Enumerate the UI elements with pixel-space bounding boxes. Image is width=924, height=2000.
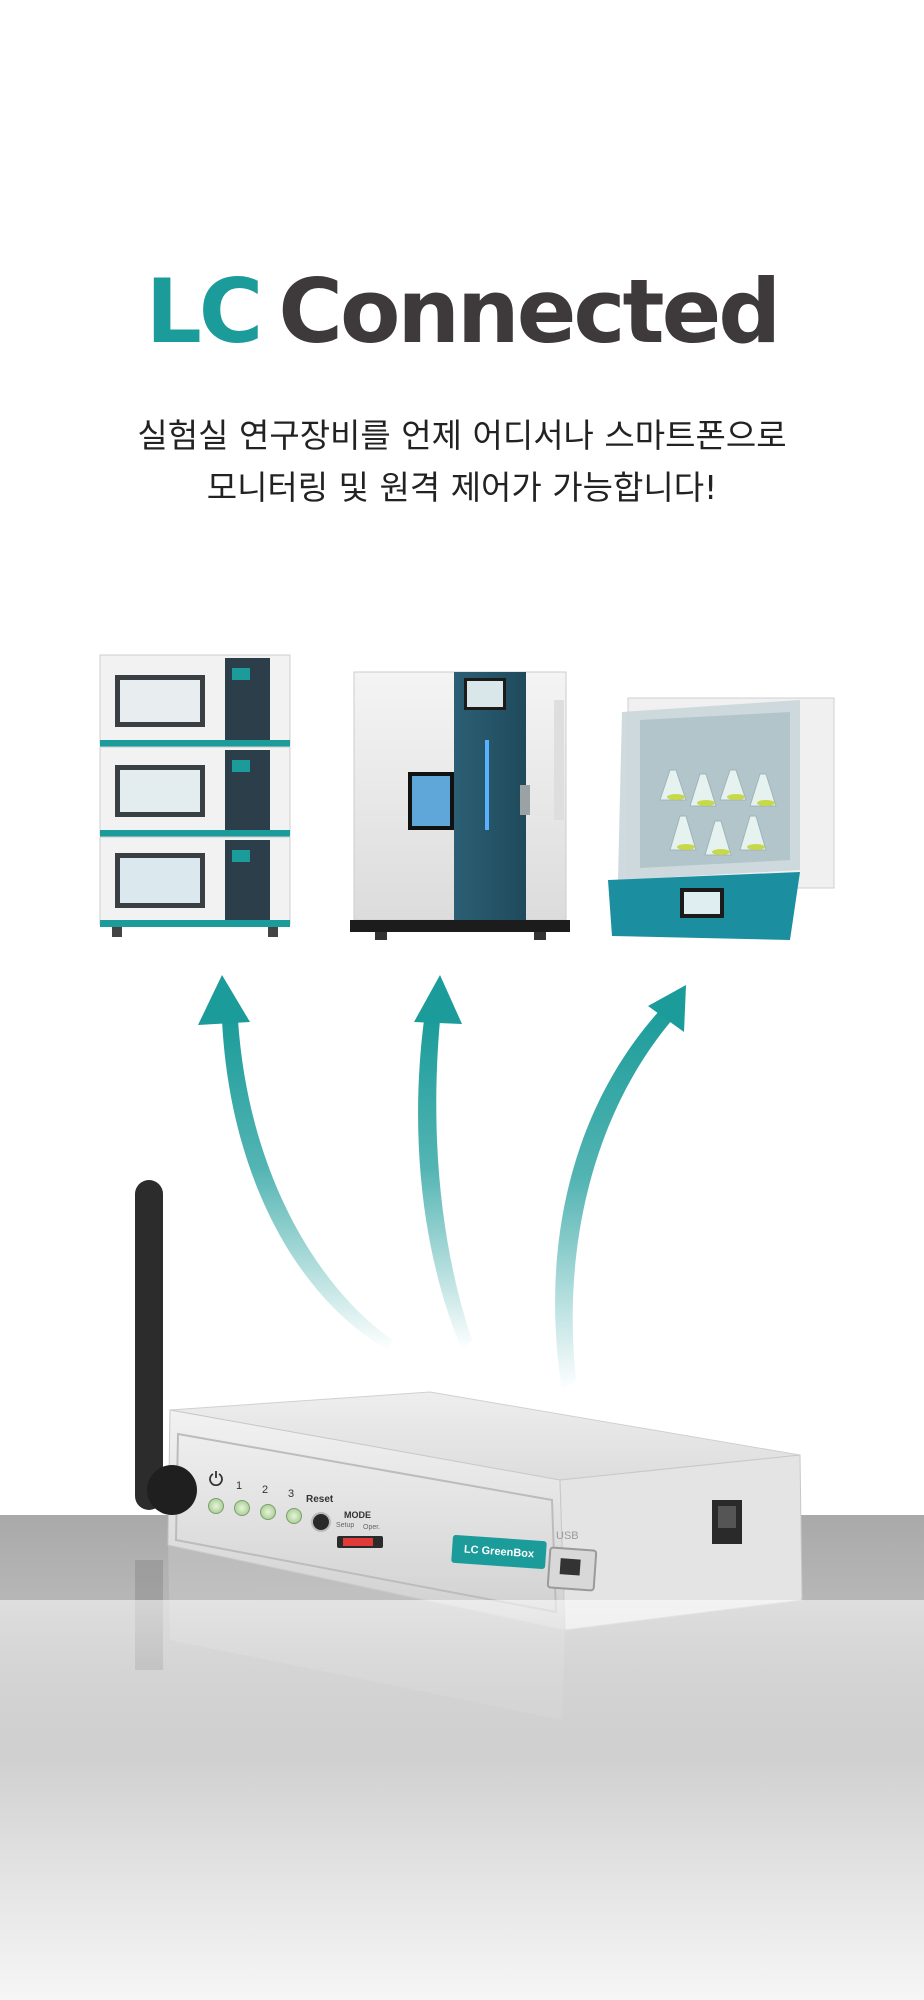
environmental-chamber-image <box>350 671 570 940</box>
mode-switch[interactable] <box>337 1536 383 1548</box>
stacked-incubator-image <box>99 654 291 937</box>
brand-name: Connected <box>278 260 781 363</box>
power-led <box>208 1498 224 1514</box>
usb-port-socket <box>559 1558 581 1576</box>
tagline-line-2: 모니터링 및 원격 제어가 가능합니다! <box>206 468 718 507</box>
mode-setup-label: Setup <box>336 1522 355 1529</box>
reset-button[interactable] <box>311 1512 331 1532</box>
mode-oper-label: Oper. <box>363 1524 381 1531</box>
power-icon <box>208 1470 224 1487</box>
led-label-1: 1 <box>236 1480 243 1492</box>
led-label-2: 2 <box>262 1484 269 1496</box>
usb-label: USB <box>556 1530 579 1542</box>
tagline: 실험실 연구장비를 언제 어디서나 스마트폰으로 모니터링 및 원격 제어가 가… <box>60 410 864 514</box>
gateway-device <box>135 1180 803 1631</box>
led-2 <box>260 1504 276 1520</box>
mode-label: MODE <box>344 1510 371 1520</box>
mode-switch-slider <box>343 1538 373 1546</box>
led-1 <box>234 1500 250 1516</box>
reset-label: Reset <box>306 1494 334 1505</box>
signal-arrow-middle <box>414 975 472 1350</box>
tagline-line-1: 실험실 연구장비를 언제 어디서나 스마트폰으로 <box>137 416 787 455</box>
led-3 <box>286 1508 302 1524</box>
brand-prefix: LC <box>145 260 264 363</box>
led-label-3: 3 <box>288 1488 295 1500</box>
signal-arrow-right <box>555 985 686 1390</box>
reflection-fade <box>0 1600 924 1760</box>
benchtop-shaker-image <box>608 697 835 940</box>
signal-arrow-left <box>198 975 392 1350</box>
usb-port <box>546 1546 598 1592</box>
